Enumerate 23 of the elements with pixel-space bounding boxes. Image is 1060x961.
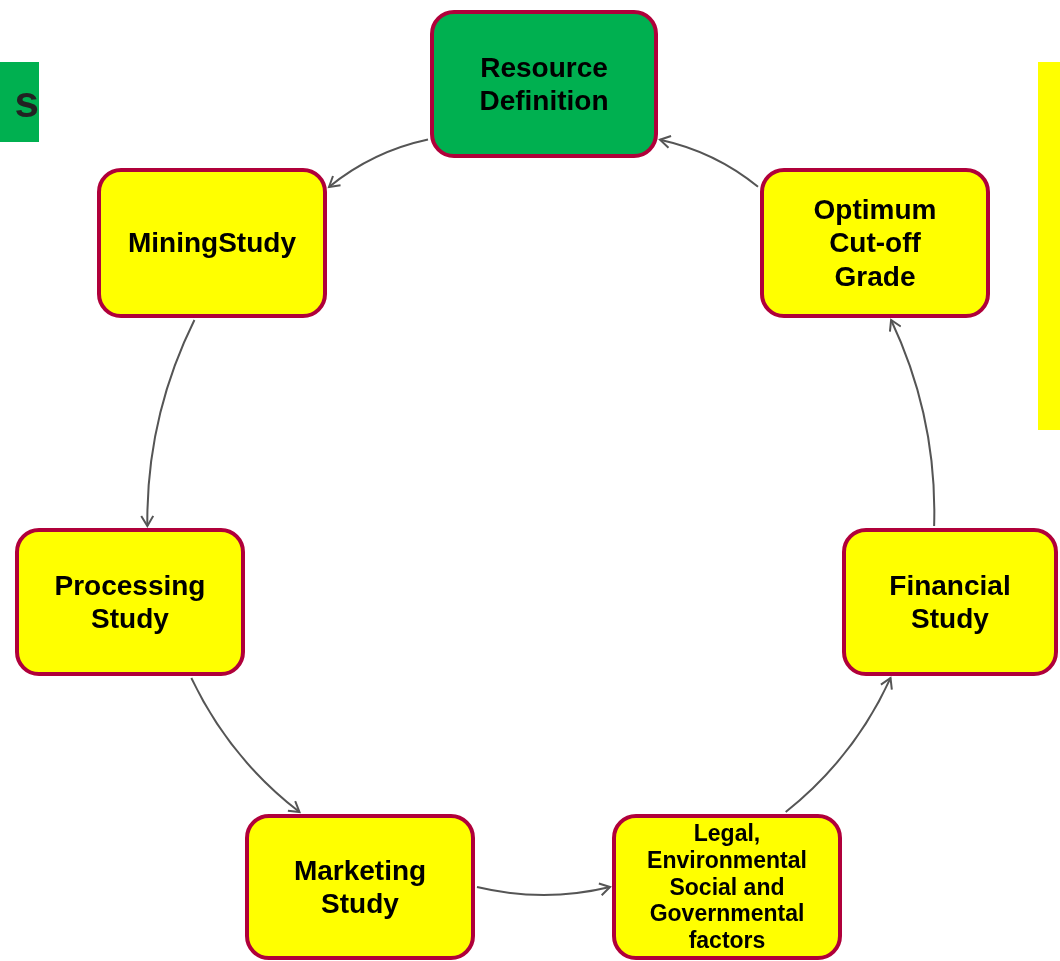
box-label: s (14, 76, 39, 128)
process-box (842, 528, 1058, 676)
arrow (140, 319, 196, 527)
process-box (97, 168, 327, 318)
process-box (15, 528, 245, 676)
box-label: Legal, Environmental Social and Governmental factors (646, 819, 808, 955)
box-label: Marketing Study (292, 853, 428, 921)
arrow (888, 319, 936, 527)
process-box (760, 168, 990, 318)
start-box (430, 10, 658, 158)
panel (1038, 62, 1060, 430)
box-label: Optimum Cut-off Grade (812, 193, 938, 293)
box-label: Processing Study (53, 568, 207, 636)
box-label: MiningStudy (128, 226, 296, 260)
process-box (245, 814, 475, 960)
box-label: Resource Definition (478, 50, 610, 118)
process-box (612, 814, 842, 960)
arrow (476, 882, 611, 896)
arrow (190, 677, 301, 813)
arrow (784, 677, 893, 813)
box-label: Financial Study (888, 568, 1012, 636)
arrow (659, 135, 759, 188)
arrow (328, 138, 429, 188)
